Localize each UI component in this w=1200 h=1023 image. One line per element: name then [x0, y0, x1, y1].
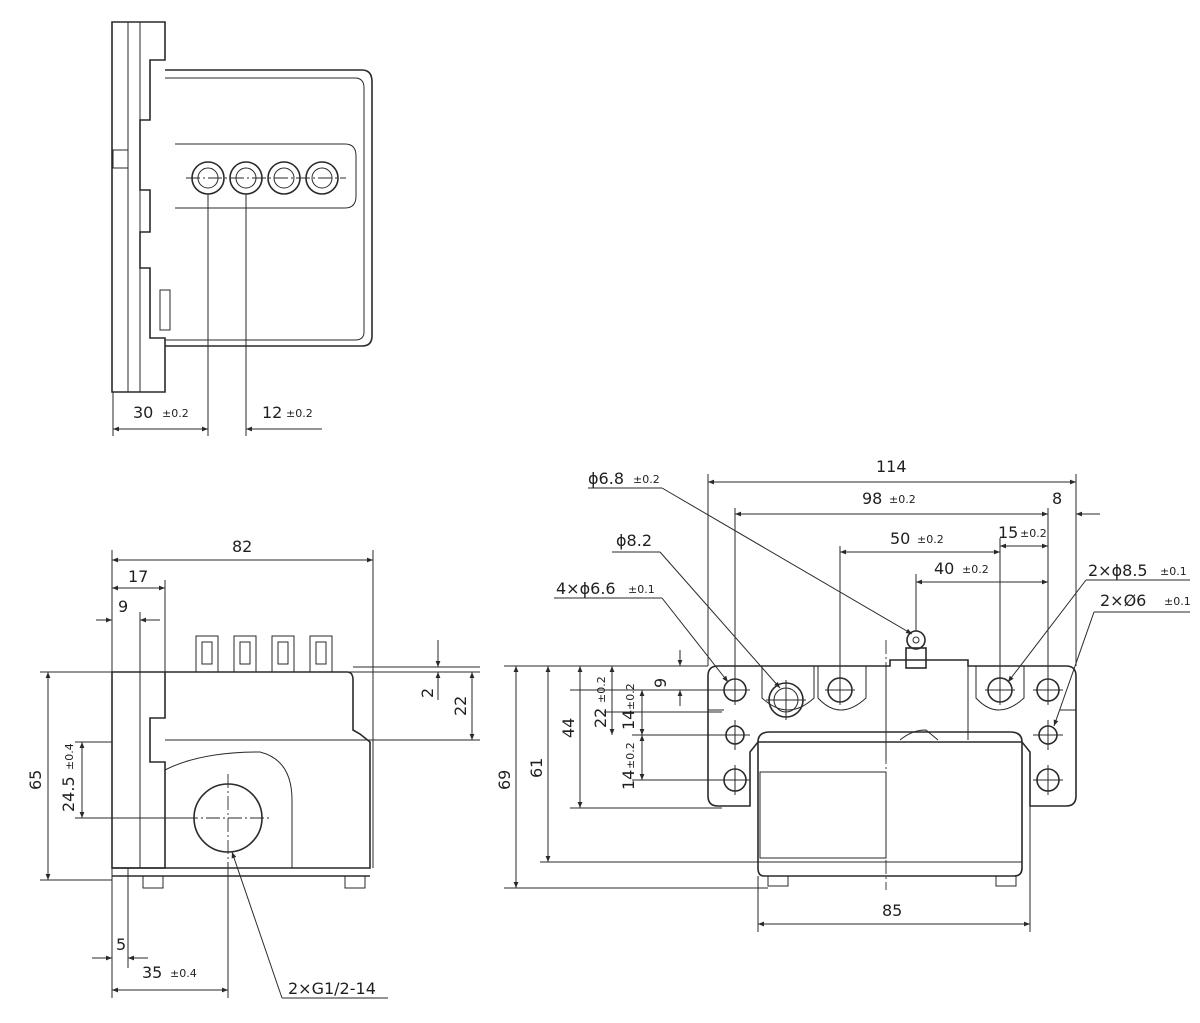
dim-15-tol: ±0.2 — [1020, 527, 1047, 540]
dim-30-tol: ±0.2 — [162, 407, 189, 420]
front-hole-crosshairs — [720, 675, 1063, 795]
top-view: 30 ±0.2 12 ±0.2 — [111, 21, 373, 436]
dim-24-5-value: 24.5 — [59, 776, 78, 812]
holes6-tol: ±0.1 — [1164, 595, 1191, 608]
holes66-tol: ±0.1 — [628, 583, 655, 596]
dim-22-value: 22 — [451, 696, 470, 716]
dim-15-value: 15 — [998, 523, 1018, 542]
top-flange-notch — [112, 149, 129, 169]
side-foot — [142, 875, 164, 889]
front-slot — [975, 666, 1025, 711]
phi68-tol: ±0.2 — [633, 473, 660, 486]
holes85-leader — [1007, 579, 1087, 683]
top-flange-tab — [159, 289, 171, 331]
dim-9-value: 9 — [118, 597, 128, 616]
dim-14a-tol: ±0.2 — [624, 683, 637, 710]
holes6-value: 2×Ø6 — [1100, 591, 1146, 610]
side-view: 82 17 9 2 22 65 24.5 ±0.4 5 35 ±0.4 2×G1… — [26, 537, 480, 999]
holes85-tol: ±0.1 — [1160, 565, 1187, 578]
front-foot — [767, 875, 789, 887]
front-view: 114 98 ±0.2 8 50 ±0.2 15 ±0.2 40 ±0.2 69… — [495, 457, 1191, 932]
holes85-value: 2×ϕ8.5 — [1088, 561, 1148, 580]
dim-40-value: 40 — [934, 559, 954, 578]
front-foot — [995, 875, 1017, 887]
dim-14b-value: 14 — [619, 770, 638, 790]
side-flange — [111, 671, 166, 869]
actuator-pin — [912, 636, 920, 644]
dim-12-value: 12 — [262, 403, 282, 422]
dim-40-tol: ±0.2 — [962, 563, 989, 576]
dim-114-value: 114 — [876, 457, 907, 476]
front-label-plate — [759, 771, 887, 859]
dim-82-value: 82 — [232, 537, 252, 556]
dim-30-value: 30 — [133, 403, 153, 422]
front-slot — [761, 666, 815, 711]
dim-2-value: 2 — [418, 688, 437, 698]
phi68-value: ϕ6.8 — [588, 469, 624, 488]
dim-5-value: 5 — [116, 935, 126, 954]
holes66-leader — [661, 597, 729, 683]
phi68-leader — [661, 487, 913, 635]
conduit-callout: 2×G1/2-14 — [288, 979, 376, 998]
dim-22f-tol: ±0.2 — [595, 676, 608, 703]
actuator-roller — [906, 630, 926, 650]
terminal-strip — [175, 143, 357, 209]
dim-61-value: 61 — [527, 758, 546, 778]
front-holes — [723, 677, 1060, 792]
front-actuator-guide — [885, 666, 969, 760]
dim-8-value: 8 — [1052, 489, 1062, 508]
actuator-stem — [905, 647, 927, 669]
dim-14b-tol: ±0.2 — [624, 742, 637, 769]
holes6-leader — [1053, 611, 1095, 727]
top-body — [165, 69, 373, 347]
dim-35-tol: ±0.4 — [170, 967, 197, 980]
top-flange — [111, 21, 166, 393]
dim-9f-value: 9 — [651, 678, 670, 688]
holes66-value: 4×ϕ6.6 — [556, 579, 616, 598]
side-terminals — [195, 635, 333, 673]
top-body-inner — [165, 77, 365, 341]
dim-69-value: 69 — [495, 770, 514, 790]
phi82-callout: ϕ8.2 — [616, 531, 652, 550]
conduit-leader — [231, 851, 283, 999]
dim-50-tol: ±0.2 — [917, 533, 944, 546]
dim-17-value: 17 — [128, 567, 148, 586]
dim-50-value: 50 — [890, 529, 910, 548]
side-body — [112, 671, 371, 869]
dim-35-value: 35 — [142, 963, 162, 982]
dim-24-5-tol: ±0.4 — [63, 743, 76, 770]
dim-22f-value: 22 — [591, 708, 610, 728]
front-body — [757, 731, 1023, 877]
phi82-leader — [659, 551, 781, 689]
front-body-notch — [899, 729, 939, 741]
dim-85-value: 85 — [882, 901, 902, 920]
dim-65-value: 65 — [26, 770, 45, 790]
dim-14a-value: 14 — [619, 710, 638, 730]
side-foot — [344, 875, 366, 889]
side-conduit-boss — [164, 751, 293, 868]
front-slot — [817, 666, 867, 711]
dim-98-tol: ±0.2 — [889, 493, 916, 506]
dim-44-value: 44 — [559, 718, 578, 738]
dim-98-value: 98 — [862, 489, 882, 508]
dim-12-tol: ±0.2 — [286, 407, 313, 420]
